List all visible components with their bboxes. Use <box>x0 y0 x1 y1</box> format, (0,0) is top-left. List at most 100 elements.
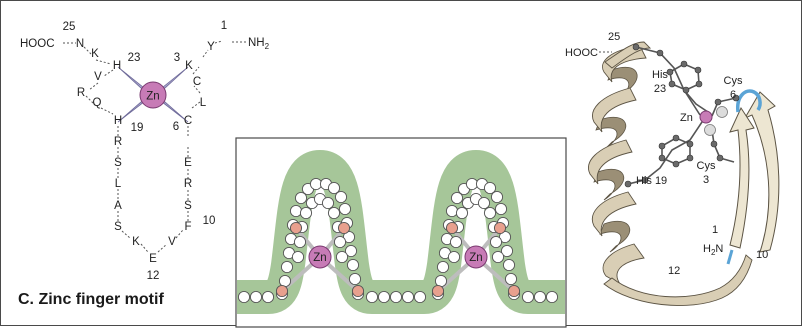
residue-letters: N K H V R Q H R S L A S K E V F S R E C <box>76 38 215 265</box>
position-numbers: 25 23 19 12 10 6 3 1 <box>63 20 228 282</box>
residue-bead <box>490 236 501 247</box>
residue-bead <box>339 203 350 214</box>
residue-bead <box>491 191 502 202</box>
residue-bead <box>281 261 292 272</box>
residue-bead <box>448 251 459 262</box>
residue-s17: S <box>114 157 122 169</box>
residue-bead <box>347 259 358 270</box>
ligand-bead <box>352 285 363 296</box>
ligand-bead <box>338 222 349 233</box>
zinc-label-schematic-2: Zn <box>469 252 482 264</box>
ribbon-cterm-label: HOOC <box>565 47 598 59</box>
residue-bead <box>334 236 345 247</box>
residue-r8: R <box>184 178 192 190</box>
position-1: 1 <box>221 20 227 32</box>
residue-l5: L <box>200 97 207 109</box>
residue-bead <box>414 291 425 302</box>
residue-bead <box>300 207 311 218</box>
residue-bead <box>290 205 301 216</box>
his23-number: 23 <box>654 83 666 95</box>
residue-q20: Q <box>93 97 102 109</box>
cys3-number: 3 <box>703 174 709 186</box>
residue-h23: H <box>113 60 121 72</box>
position-25: 25 <box>63 21 76 33</box>
beta-strand-1 <box>730 108 754 248</box>
ribbon-nterm-label: H2N <box>703 243 723 257</box>
residue-bead <box>366 291 377 302</box>
position-10: 10 <box>203 215 216 227</box>
position-3: 3 <box>174 52 180 64</box>
residue-s9: S <box>184 200 192 212</box>
residue-c4: C <box>193 76 201 88</box>
ligand-bead <box>446 222 457 233</box>
residue-bead <box>534 291 545 302</box>
residue-bead <box>378 291 389 302</box>
residue-bead <box>294 236 305 247</box>
residue-e7: E <box>184 157 192 169</box>
residue-k2: Y <box>207 41 215 53</box>
residue-bead <box>402 291 413 302</box>
residue-bead <box>310 178 321 189</box>
residue-bead <box>335 191 346 202</box>
ligand-bead <box>494 222 505 233</box>
helix-front <box>589 46 647 284</box>
sequence-diagram: Zn HOOC NH2 N K H V R Q H R S L A S K E <box>20 20 270 282</box>
residue-bead <box>503 259 514 270</box>
sequence-backbone <box>63 41 246 252</box>
his19-label: His 19 <box>636 175 667 187</box>
zinc-label-left: Zn <box>146 91 159 103</box>
n-terminal-tail <box>728 250 732 264</box>
ligand-bead <box>508 285 519 296</box>
residue-bead <box>349 273 360 284</box>
figure-caption: C. Zinc finger motif <box>18 291 164 309</box>
residue-bead <box>437 261 448 272</box>
residue-bead <box>495 203 506 214</box>
zinc-atom-ribbon <box>700 111 712 123</box>
cys3-label: Cys <box>697 160 716 172</box>
residue-bead <box>322 197 333 208</box>
position-6: 6 <box>173 121 179 133</box>
residue-bead <box>390 291 401 302</box>
residue-a15: A <box>114 200 122 212</box>
residue-bead <box>435 275 446 286</box>
position-12: 12 <box>147 270 160 282</box>
residue-v22: V <box>94 71 102 83</box>
residue-bead <box>250 291 261 302</box>
residue-bead <box>522 291 533 302</box>
beta-strand-2 <box>745 92 779 252</box>
ribbon-zinc-label: Zn <box>680 112 693 124</box>
zinc-label-schematic-1: Zn <box>313 252 326 264</box>
ribbon-structure: HOOC 25 His 23 Cys 6 Zn His 19 Cys 3 1 H… <box>565 31 779 306</box>
residue-bead <box>505 273 516 284</box>
residue-bead <box>292 251 303 262</box>
residue-bead <box>328 207 339 218</box>
ribbon-label-12: 12 <box>668 265 680 277</box>
his23-label: His <box>652 69 668 81</box>
residue-k24: K <box>91 48 99 60</box>
residue-bead <box>336 251 347 262</box>
residue-bead <box>262 291 273 302</box>
ligand-bead <box>276 285 287 296</box>
residue-bead <box>546 291 557 302</box>
n-terminus-label: NH2 <box>248 37 270 51</box>
residue-bead <box>238 291 249 302</box>
cys6-label: Cys <box>724 75 743 87</box>
residue-bead <box>466 178 477 189</box>
residue-bead <box>446 205 457 216</box>
residue-l16: L <box>115 178 122 190</box>
residue-c6: C <box>184 115 192 127</box>
residue-bead <box>456 207 467 218</box>
ligand-bead <box>432 285 443 296</box>
residue-h19: H <box>114 115 122 127</box>
residue-s14: S <box>114 221 122 233</box>
residue-bead <box>492 251 503 262</box>
residue-bead <box>279 275 290 286</box>
zinc-coordination-star: Zn <box>118 67 188 122</box>
residue-v11: V <box>168 236 176 248</box>
cys6-number: 6 <box>730 89 736 101</box>
position-23: 23 <box>128 52 141 64</box>
residue-bead <box>484 207 495 218</box>
ribbon-label-10: 10 <box>756 249 768 261</box>
sulfur-atom-cys3 <box>705 125 716 136</box>
residue-bead <box>450 236 461 247</box>
